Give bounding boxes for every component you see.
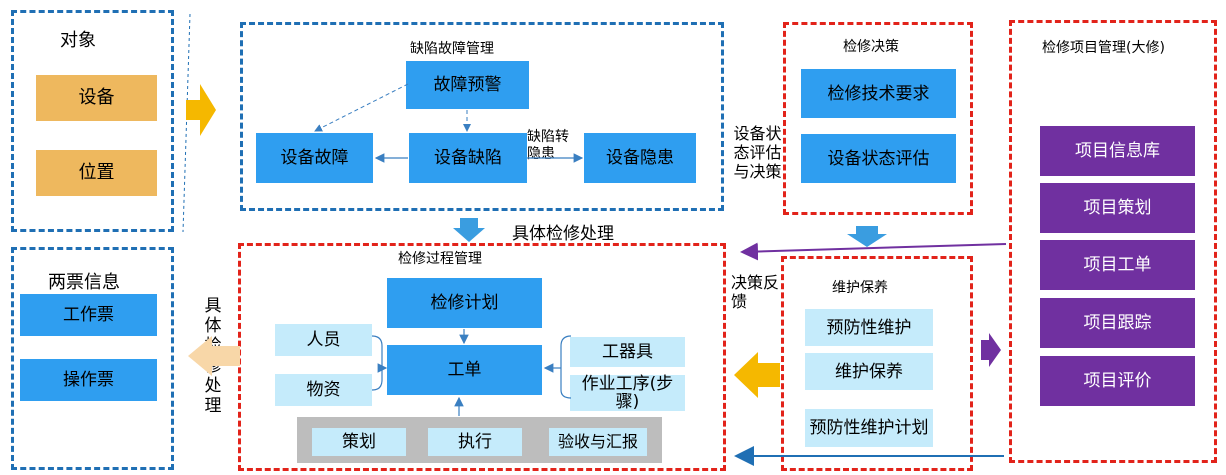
process-title: 检修过程管理 — [398, 251, 482, 267]
stage-acceptance-box[interactable]: 验收与汇报 — [549, 428, 647, 456]
maintenance-to-process-arrow — [734, 352, 780, 398]
maintenance-title: 维护保养 — [832, 280, 888, 296]
maintenance-to-project-arrow — [981, 333, 1001, 367]
tools-box[interactable]: 工器具 — [570, 337, 685, 367]
device-hazard-box[interactable]: 设备隐患 — [584, 133, 696, 183]
project-info-box[interactable]: 项目信息库 — [1040, 126, 1195, 176]
process-to-tickets-arrow — [188, 336, 240, 376]
project-tracking-box[interactable]: 项目跟踪 — [1040, 298, 1195, 348]
state-evaluation-box[interactable]: 设备状态评估 — [801, 134, 956, 183]
object-item-device[interactable]: 设备 — [36, 75, 157, 121]
tech-requirement-box[interactable]: 检修技术要求 — [801, 69, 956, 118]
procedure-box[interactable]: 作业工序(步骤) — [570, 375, 685, 411]
ticket-work[interactable]: 工作票 — [20, 294, 157, 336]
fault-warning-box[interactable]: 故障预警 — [406, 61, 529, 109]
decision-frame — [783, 22, 973, 215]
stage-execution-box[interactable]: 执行 — [428, 428, 522, 456]
decision-side-label: 设备状态评估与决策 — [733, 124, 782, 181]
device-defect-box[interactable]: 设备缺陷 — [409, 133, 527, 183]
object-frame — [11, 10, 174, 232]
work-order-box[interactable]: 工单 — [387, 345, 542, 395]
personnel-box[interactable]: 人员 — [275, 324, 372, 356]
ticket-operation[interactable]: 操作票 — [20, 359, 157, 401]
project-frame — [1009, 20, 1217, 463]
maintenance-plan-box[interactable]: 检修计划 — [387, 278, 542, 328]
defect-frame — [240, 22, 724, 211]
decision-title: 检修决策 — [843, 39, 899, 55]
object-title: 对象 — [60, 30, 96, 51]
project-evaluation-box[interactable]: 项目评价 — [1040, 356, 1195, 406]
object-item-location[interactable]: 位置 — [36, 150, 157, 196]
project-order-box[interactable]: 项目工单 — [1040, 240, 1195, 290]
feedback-label: 决策反馈 — [731, 273, 780, 311]
defect-title: 缺陷故障管理 — [410, 41, 494, 57]
materials-box[interactable]: 物资 — [275, 374, 372, 406]
tickets-frame — [11, 247, 174, 470]
stage-planning-box[interactable]: 策划 — [312, 428, 406, 456]
defect-to-process-arrow — [453, 218, 485, 242]
device-fault-box[interactable]: 设备故障 — [256, 133, 373, 183]
tickets-title: 两票信息 — [48, 272, 120, 293]
project-title: 检修项目管理(大修) — [1042, 40, 1165, 56]
maintenance-frame — [781, 256, 973, 471]
preventive-maintenance-box[interactable]: 预防性维护 — [805, 309, 933, 346]
decision-to-maintenance-arrow — [847, 226, 887, 247]
preventive-plan-box[interactable]: 预防性维护计划 — [805, 409, 933, 447]
object-to-defect-arrow — [186, 84, 216, 136]
project-planning-box[interactable]: 项目策划 — [1040, 183, 1195, 233]
maintenance-box[interactable]: 维护保养 — [805, 353, 933, 390]
process-top-label: 具体检修处理 — [512, 224, 614, 244]
